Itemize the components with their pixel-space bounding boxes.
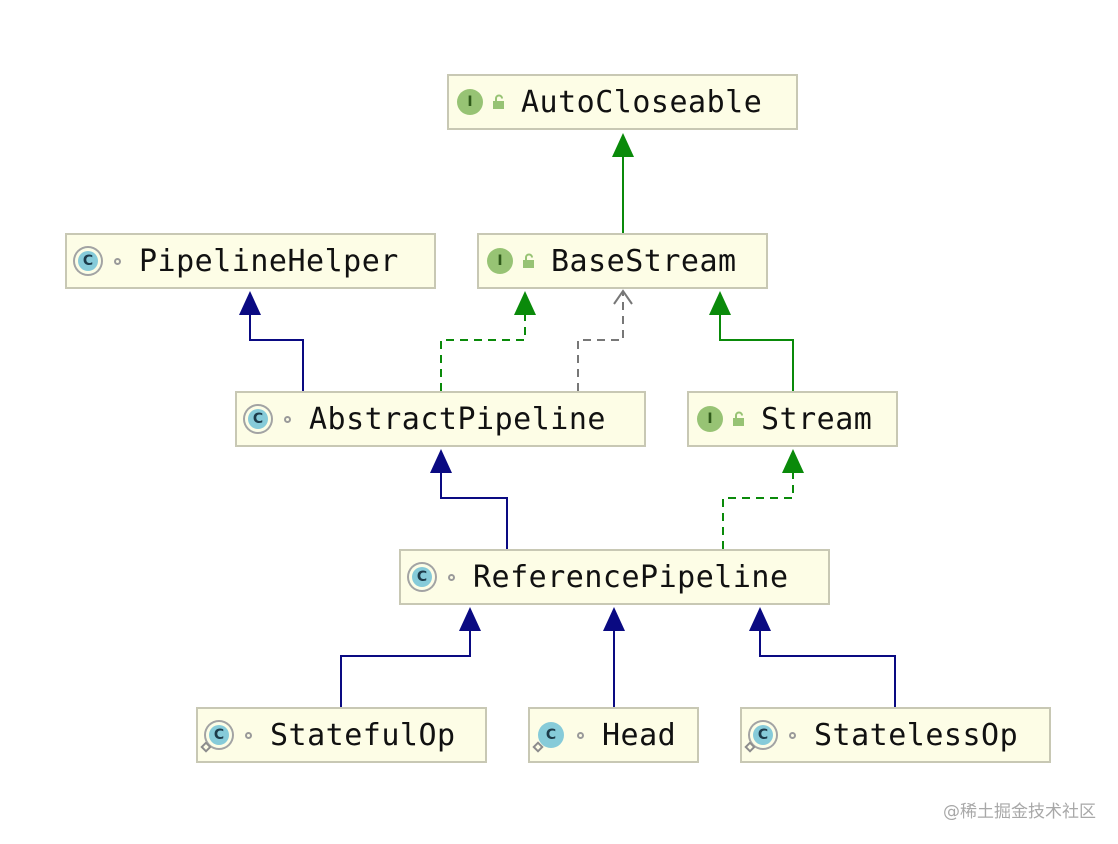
arrowhead-filled xyxy=(782,449,804,473)
node-label: Stream xyxy=(761,401,873,437)
node-label: StatelessOp xyxy=(814,717,1019,753)
node-autocloseable[interactable]: I AutoCloseable xyxy=(447,74,798,130)
node-abstractpipeline[interactable]: C AbstractPipeline xyxy=(235,391,646,447)
abstract-class-icon: C xyxy=(75,248,101,274)
package-private-icon xyxy=(572,727,588,743)
arrowhead-open xyxy=(613,289,633,305)
node-label: AbstractPipeline xyxy=(309,401,606,437)
abstract-class-icon: C xyxy=(245,406,271,432)
edge-referencepipeline-to-abstractpipeline xyxy=(430,449,508,549)
node-basestream[interactable]: I BaseStream xyxy=(477,233,768,289)
edge-abstractpipeline-to-basestream xyxy=(577,289,633,391)
abstract-static-class-icon: C xyxy=(200,722,232,753)
interface-icon: I xyxy=(487,248,513,274)
node-label: Head xyxy=(602,717,677,753)
abstract-static-class-icon: C xyxy=(744,722,776,753)
package-private-icon xyxy=(109,253,125,269)
public-lock-icon xyxy=(731,411,747,427)
edge-stream-to-basestream xyxy=(709,291,794,391)
arrowhead-filled xyxy=(709,291,731,315)
abstract-class-icon: C xyxy=(409,564,435,590)
arrowhead-filled xyxy=(749,607,771,631)
package-private-icon xyxy=(279,411,295,427)
interface-icon: I xyxy=(457,89,483,115)
node-label: StatefulOp xyxy=(270,717,456,753)
arrowhead-filled xyxy=(612,133,634,157)
arrowhead-filled xyxy=(430,449,452,473)
static-class-icon: C xyxy=(532,722,564,753)
public-lock-icon xyxy=(521,253,537,269)
node-label: AutoCloseable xyxy=(521,84,763,120)
edge-referencepipeline-to-stream xyxy=(722,449,804,549)
edge-statefulop-to-referencepipeline xyxy=(340,607,481,707)
edge-abstractpipeline-to-basestream xyxy=(440,291,536,391)
watermark: @稀土掘金技术社区 xyxy=(943,802,1096,822)
arrowhead-filled xyxy=(459,607,481,631)
package-private-icon xyxy=(784,727,800,743)
interface-icon: I xyxy=(697,406,723,432)
node-stream[interactable]: I Stream xyxy=(687,391,898,447)
node-label: BaseStream xyxy=(551,243,737,279)
arrowhead-filled xyxy=(514,291,536,315)
node-statelessop[interactable]: C StatelessOp xyxy=(740,707,1051,763)
edge-statelessop-to-referencepipeline xyxy=(749,607,896,707)
edge-basestream-to-autocloseable xyxy=(612,133,634,233)
package-private-icon xyxy=(443,569,459,585)
node-referencepipeline[interactable]: C ReferencePipeline xyxy=(399,549,830,605)
public-lock-icon xyxy=(491,94,507,110)
node-label: PipelineHelper xyxy=(139,243,399,279)
package-private-icon xyxy=(240,727,256,743)
edge-abstractpipeline-to-pipelinehelper xyxy=(239,291,304,391)
edge-head-to-referencepipeline xyxy=(603,607,625,707)
node-head[interactable]: C Head xyxy=(528,707,699,763)
node-statefulop[interactable]: C StatefulOp xyxy=(196,707,487,763)
arrowhead-filled xyxy=(239,291,261,315)
arrowhead-filled xyxy=(603,607,625,631)
node-label: ReferencePipeline xyxy=(473,559,789,595)
node-pipelinehelper[interactable]: C PipelineHelper xyxy=(65,233,436,289)
